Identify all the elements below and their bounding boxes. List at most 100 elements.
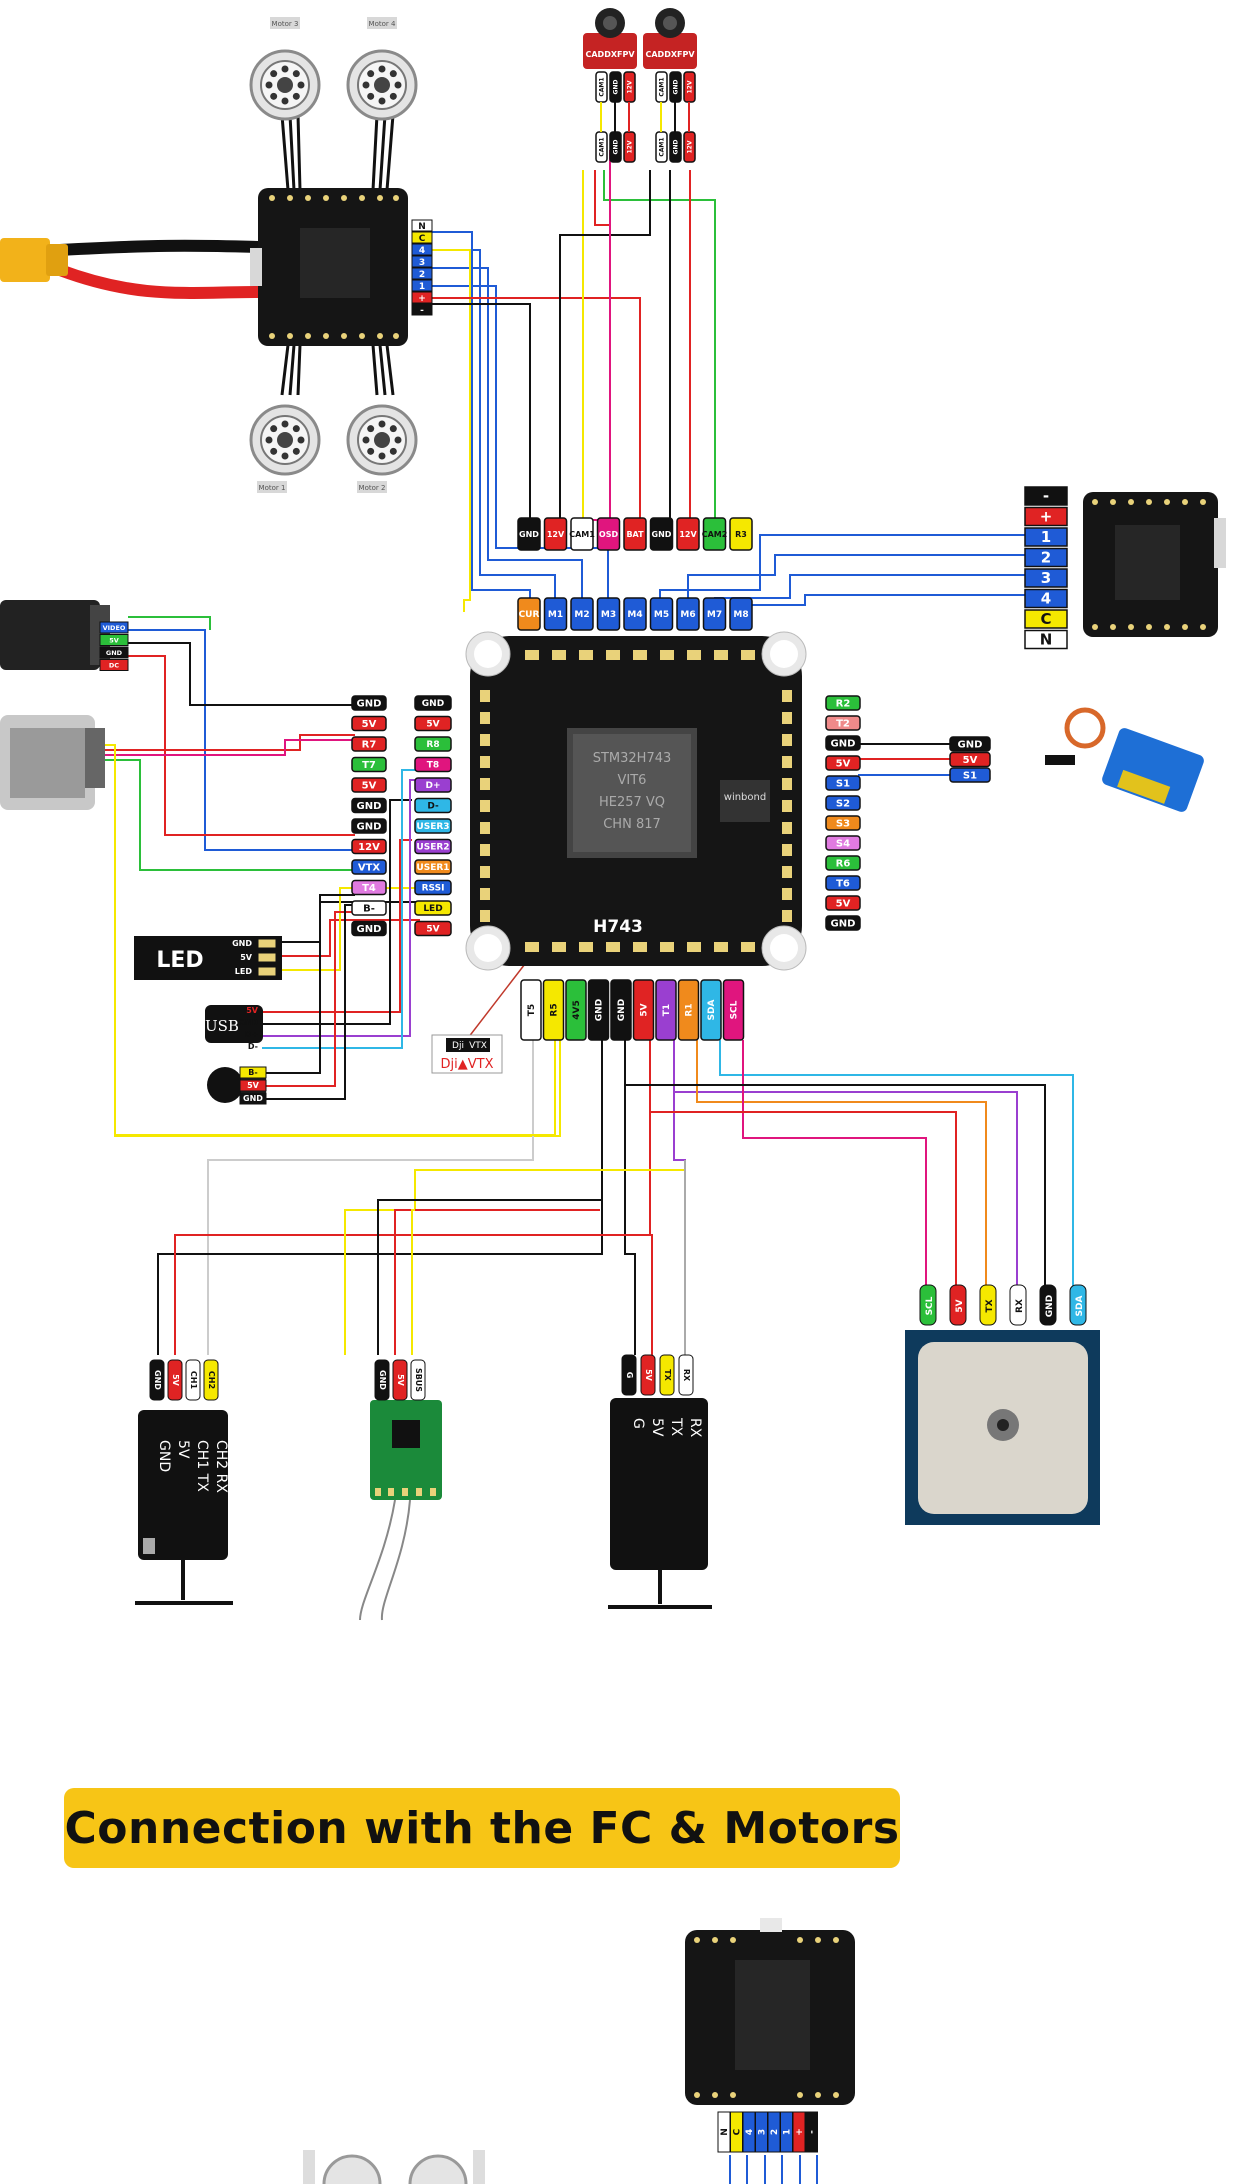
wire-led-5v — [282, 919, 420, 957]
wire-cam1-red — [594, 170, 611, 525]
svg-text:B-: B- — [248, 1068, 257, 1077]
chip-line-3: CHN 817 — [603, 817, 661, 832]
fc-left-pad-0: GND — [351, 695, 387, 711]
svg-text:GND: GND — [378, 1370, 387, 1390]
esc1-pin-6: + — [411, 291, 433, 304]
wire-sbus-rx2 — [411, 1209, 415, 1355]
wire-sda-gps — [719, 1040, 1074, 1290]
fc-top-pad-6: 12V — [676, 517, 700, 551]
motor-label-4: Motor 2 — [357, 481, 387, 493]
motor-label-3: Motor 1 — [257, 481, 287, 493]
fc-right-pad-2: GND — [825, 735, 861, 751]
svg-text:GND: GND — [613, 140, 620, 155]
battery-lead-red — [57, 264, 259, 299]
esc2-pin-6: C — [1024, 609, 1068, 629]
camera-1-pin-0: CAM1 — [595, 71, 608, 103]
svg-text:4: 4 — [1041, 590, 1051, 608]
fc-right-pad-10: 5V — [825, 895, 861, 911]
svg-text:TX: TX — [663, 1369, 672, 1381]
esc3-pin-0: N — [717, 2111, 731, 2153]
svg-text:CAM1: CAM1 — [599, 137, 606, 156]
led-pin-2: LED — [235, 967, 253, 976]
svg-text:S1: S1 — [836, 779, 850, 790]
camera-2-pin-2: 12V — [683, 71, 696, 103]
fc-m-pad-1: M1 — [543, 597, 568, 631]
fc-left2-pad-8: USER1 — [414, 859, 452, 875]
svg-text:LED: LED — [423, 904, 442, 914]
svg-text:GND: GND — [613, 80, 620, 95]
fc-bottom-pad-0: T5 — [520, 979, 542, 1041]
esc1-pin-5: 1 — [411, 279, 433, 292]
receiver-1-label-2: CH1 TX — [194, 1440, 210, 1492]
svg-text:GND: GND — [357, 801, 382, 812]
wire-buzzer-minus — [266, 894, 355, 1074]
svg-text:USER1: USER1 — [416, 863, 449, 873]
svg-text:SDA: SDA — [1075, 1296, 1085, 1317]
servo-pin-2: S1 — [949, 767, 991, 783]
fc-top-pad-0: GND — [517, 517, 541, 551]
fc-left2-pad-7: USER2 — [414, 838, 452, 855]
receiver-3-pin-3: RX — [678, 1354, 694, 1396]
svg-text:C: C — [1040, 610, 1051, 628]
wire-vtx-green — [128, 616, 211, 630]
wire-usb-5v — [262, 839, 412, 1013]
svg-text:2: 2 — [1041, 549, 1051, 567]
receiver-3-label-3: RX — [687, 1418, 703, 1438]
svg-text:CH2: CH2 — [207, 1371, 216, 1389]
svg-text:CAM2: CAM2 — [702, 530, 728, 539]
esc3-pin-4: 2 — [767, 2111, 781, 2153]
svg-text:RX: RX — [682, 1369, 691, 1382]
usb-module — [205, 1005, 263, 1043]
esc2-pin-5: 4 — [1024, 588, 1068, 609]
svg-text:5V: 5V — [644, 1369, 653, 1382]
svg-text:R3: R3 — [735, 530, 747, 539]
svg-text:12V: 12V — [627, 80, 634, 93]
svg-text:GND: GND — [357, 822, 382, 833]
esc2-pin-wires — [729, 2155, 818, 2184]
dji-pin-1: VTX — [469, 1041, 487, 1051]
receiver-1-label-3: CH2 RX — [213, 1440, 229, 1493]
svg-text:R8: R8 — [426, 740, 439, 750]
svg-text:5V: 5V — [963, 755, 978, 766]
svg-text:OSD: OSD — [599, 530, 619, 539]
usb-pin-3: D- — [248, 1042, 258, 1051]
svg-text:C: C — [733, 2128, 743, 2135]
fc-m-pad-8: M8 — [729, 597, 753, 631]
svg-text:4V5: 4V5 — [572, 1000, 582, 1020]
fc-bottom-pad-1: R5 — [542, 979, 565, 1041]
fc-right-pad-1: T2 — [825, 715, 861, 731]
wire-vtx-12v — [128, 655, 355, 836]
led-pin-1: 5V — [240, 953, 253, 962]
fc-bottom-pad-2: 4V5 — [565, 979, 587, 1041]
svg-text:12V: 12V — [358, 842, 380, 853]
chip-line-1: VIT6 — [618, 773, 647, 788]
motor-1 — [249, 49, 321, 121]
vtx-module — [0, 600, 110, 810]
svg-text:SDA: SDA — [707, 1000, 717, 1021]
fc-right-pad-7: S4 — [825, 835, 861, 851]
wire-osd — [588, 150, 611, 521]
svg-text:T8: T8 — [427, 761, 439, 771]
receiver-1-pin-3: CH2 — [203, 1359, 219, 1401]
svg-text:M5: M5 — [654, 610, 669, 620]
svg-text:GND: GND — [1045, 1295, 1055, 1317]
svg-text:S2: S2 — [836, 799, 850, 810]
fc-m-pad-4: M4 — [623, 597, 647, 631]
fc-left2-pad-6: USER3 — [414, 818, 452, 834]
svg-text:3: 3 — [419, 258, 425, 268]
svg-text:GND: GND — [422, 699, 444, 709]
usb-pin-1: GND — [238, 1018, 258, 1027]
fc-top-pad-3: OSD — [596, 517, 621, 551]
wire-t1 — [673, 1040, 686, 1355]
fc-m-pad-7: M7 — [702, 597, 727, 631]
receiver-2-pin-2: SBUS — [410, 1359, 426, 1401]
motor-4 — [346, 404, 418, 476]
receiver-3-label-0: G — [630, 1418, 646, 1429]
